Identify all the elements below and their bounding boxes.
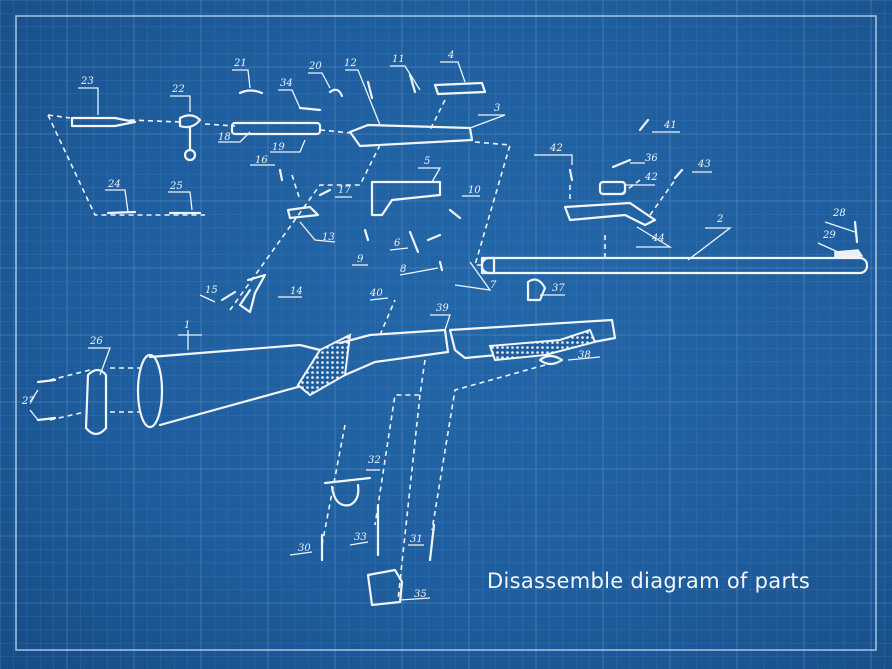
label-13: 13 — [322, 232, 335, 243]
label-1: 1 — [184, 320, 190, 331]
label-25: 25 — [169, 181, 183, 192]
label-9: 9 — [357, 254, 364, 265]
part-stock — [136, 333, 352, 429]
label-40: 40 — [369, 288, 383, 299]
label-31: 31 — [410, 534, 423, 545]
diagram-title: Disassemble diagram of parts — [487, 569, 810, 593]
label-35: 35 — [414, 589, 427, 600]
frame-border — [15, 15, 877, 651]
label-23: 23 — [80, 76, 94, 87]
label-29: 29 — [822, 230, 836, 241]
label-38: 38 — [578, 350, 591, 361]
label-17: 17 — [338, 185, 351, 196]
label-32: 32 — [368, 455, 381, 466]
label-11: 11 — [392, 54, 405, 65]
label-10: 10 — [468, 185, 481, 196]
label-37: 37 — [552, 283, 565, 294]
part-buttplate — [36, 368, 108, 436]
label-15: 15 — [205, 285, 218, 296]
part-bolt-group — [70, 73, 547, 314]
label-7: 7 — [490, 280, 497, 291]
label-33: 33 — [354, 532, 367, 543]
label-5: 5 — [424, 156, 430, 167]
label-43: 43 — [697, 159, 711, 170]
label-41: 41 — [663, 120, 677, 131]
label-44: 44 — [651, 233, 665, 244]
label-36: 36 — [645, 153, 658, 164]
label-8: 8 — [400, 264, 406, 275]
label-42-left: 42 — [549, 143, 563, 154]
label-21: 21 — [233, 58, 247, 69]
label-22: 22 — [171, 84, 185, 95]
label-6: 6 — [394, 238, 401, 249]
label-19: 19 — [272, 142, 285, 153]
assembly-lines — [47, 99, 676, 601]
label-2: 2 — [716, 214, 723, 225]
part-barrel — [480, 220, 869, 275]
label-26: 26 — [89, 336, 103, 347]
label-14: 14 — [290, 286, 303, 297]
label-30: 30 — [298, 543, 311, 554]
label-28: 28 — [832, 208, 846, 219]
label-12: 12 — [344, 58, 357, 69]
leader-lines — [29, 61, 856, 601]
label-39: 39 — [436, 303, 449, 314]
label-34: 34 — [280, 78, 293, 89]
label-27: 27 — [21, 396, 35, 407]
label-18: 18 — [218, 132, 231, 143]
part-rear-sight — [563, 118, 684, 227]
label-20: 20 — [308, 61, 322, 72]
part-receiver — [338, 318, 617, 377]
label-4: 4 — [447, 50, 454, 61]
part-trigger-guard — [320, 354, 564, 607]
label-3: 3 — [494, 103, 500, 114]
label-16: 16 — [255, 155, 268, 166]
label-24: 24 — [107, 179, 121, 190]
label-42-right: 42 — [644, 172, 658, 183]
part-labels: 23 22 21 34 20 12 11 4 3 18 19 16 17 5 1… — [21, 50, 846, 600]
